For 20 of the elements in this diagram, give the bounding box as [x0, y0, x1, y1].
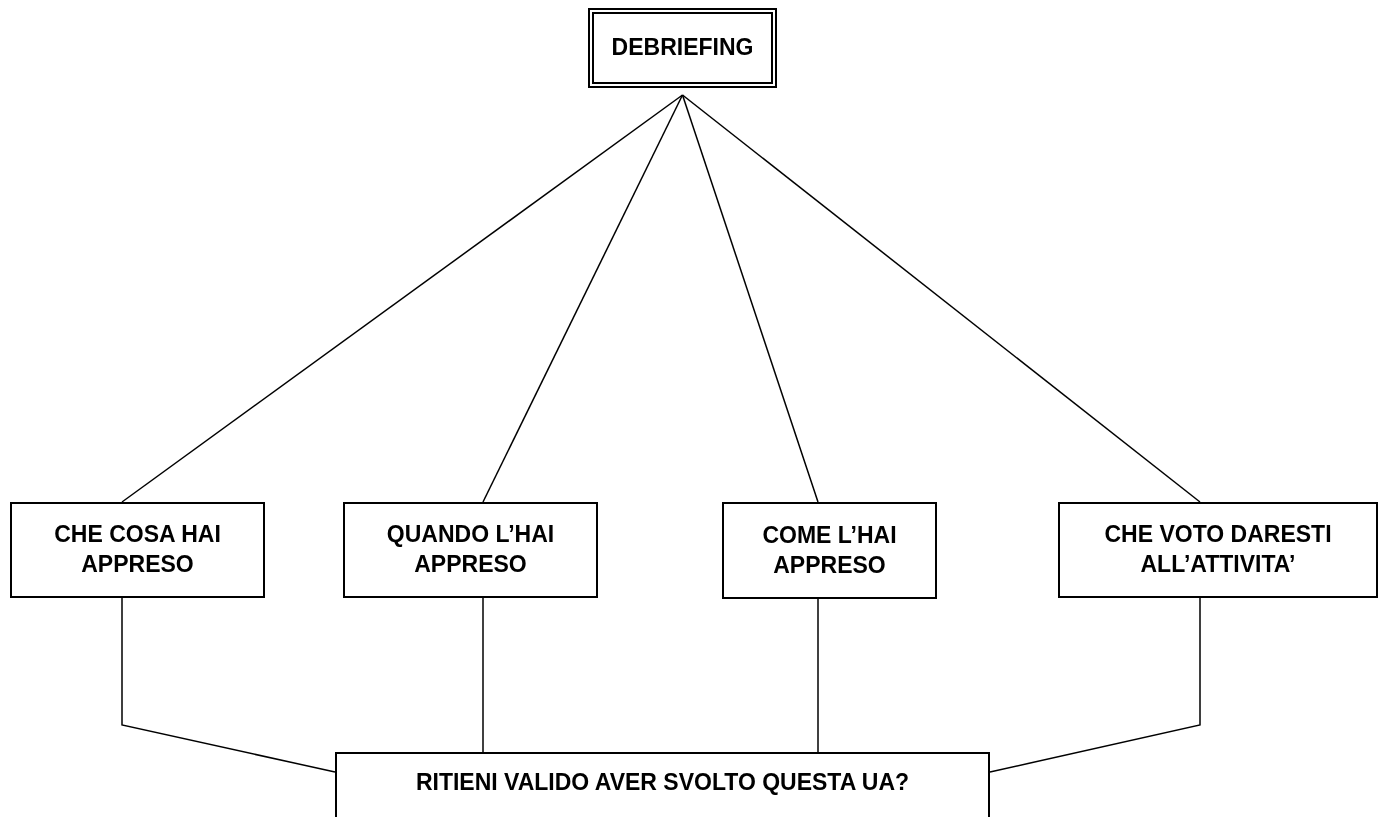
connector-line — [989, 597, 1201, 773]
connector-line — [681, 94, 1201, 503]
box-label: QUANDO L’HAI APPRESO — [385, 520, 556, 579]
box-label: CHE COSA HAI APPRESO — [53, 520, 222, 579]
box-label: RITIENI VALIDO AVER SVOLTO QUESTA UA? — [415, 768, 910, 797]
box-label: CHE VOTO DARESTI ALL’ATTIVITA’ — [1103, 520, 1333, 579]
box-label: DEBRIEFING — [611, 33, 754, 63]
text-box — [343, 502, 598, 598]
text-box — [335, 752, 990, 817]
text-box — [10, 502, 265, 598]
text-box — [1058, 502, 1378, 598]
text-box — [588, 8, 777, 88]
connector-line — [482, 597, 484, 753]
connector-line — [817, 598, 819, 753]
text-box — [722, 502, 937, 599]
connector-line — [681, 94, 819, 503]
connector-line — [482, 94, 684, 503]
connector-line — [121, 94, 684, 503]
connector-line — [121, 597, 336, 773]
box-label: COME L’HAI APPRESO — [761, 520, 898, 580]
